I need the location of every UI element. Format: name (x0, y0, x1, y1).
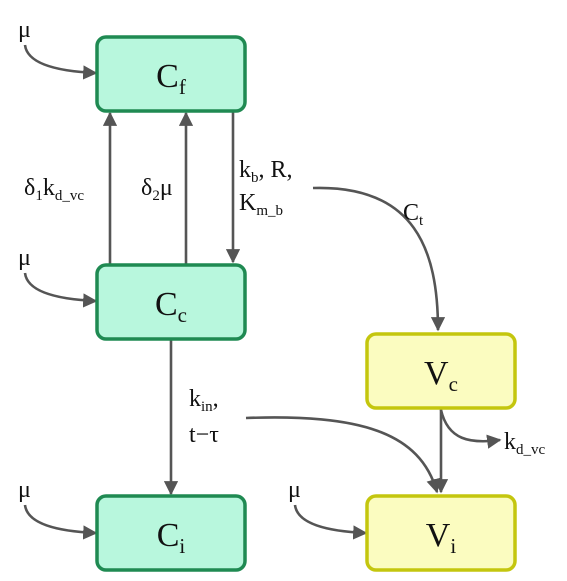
label-delta1-kdvc: δ1kd_vc (24, 175, 84, 204)
node-vi-label: Vi (426, 517, 457, 558)
arrow-mu-to-vi (293, 504, 368, 540)
node-vc-box (365, 332, 517, 410)
node-ci-label: Ci (157, 517, 186, 558)
label-delta2-mu: δ2μ (141, 175, 173, 204)
node-ci-box (95, 494, 247, 572)
node-cc-box (95, 263, 247, 341)
arrow-vc-out (439, 409, 502, 449)
label-ct: Ct (403, 200, 424, 229)
label-kin: kin, (189, 386, 219, 415)
node-cf-box (95, 35, 247, 113)
arrow-cc-to-vi (245, 416, 441, 494)
mu-label-vi: μ (288, 477, 301, 503)
label-t-tau: t−τ (189, 422, 219, 448)
label-kb-r: kb, R, (239, 157, 293, 186)
node-cc-label: Cc (155, 286, 187, 327)
arrow-cf-to-vc (312, 186, 446, 332)
arrow-mu-to-ci (23, 504, 98, 540)
arrow-mu-to-cf (23, 44, 98, 80)
label-vc-out: kd_vc (504, 429, 546, 458)
node-vi-box (365, 494, 517, 572)
node-cf-label: Cf (156, 58, 186, 99)
mu-label-cc: μ (18, 245, 31, 271)
arrow-mu-to-cc (23, 272, 98, 308)
mu-label-cf: μ (18, 17, 31, 43)
node-vc-label: Vc (424, 355, 458, 396)
label-kmb: Km_b (239, 190, 283, 219)
mu-label-ci: μ (18, 477, 31, 503)
